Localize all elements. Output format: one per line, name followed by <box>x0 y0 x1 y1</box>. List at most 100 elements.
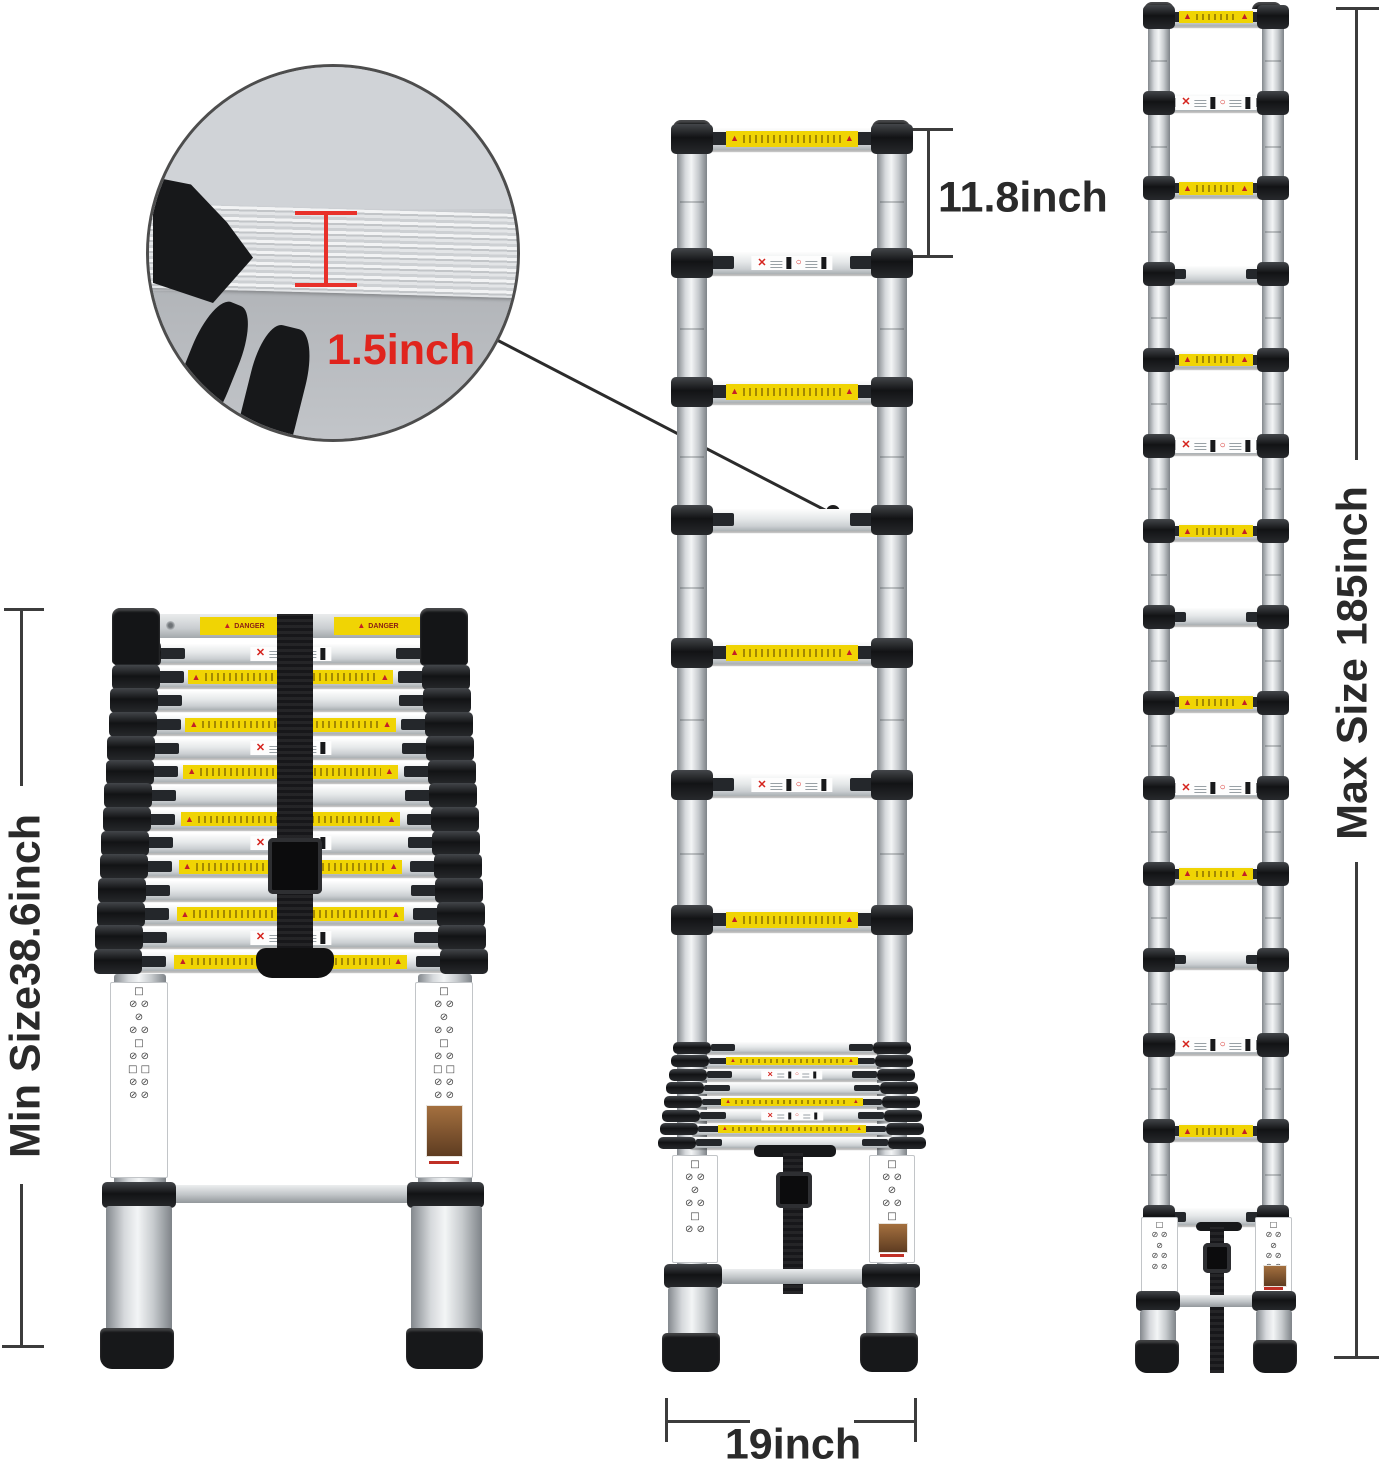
danger-warning-label: ▲▲ <box>725 1057 858 1066</box>
warning-triangle-icon: ▲ <box>721 1126 728 1133</box>
stack-collar <box>881 1095 920 1108</box>
detail-zoom-circle <box>146 64 520 442</box>
rung-collar <box>1257 90 1289 115</box>
circle-upper-shade <box>149 67 517 209</box>
latch-slot <box>821 779 827 791</box>
tube-seam <box>1265 1088 1281 1091</box>
safety-pictograms: □ ⊘ ⊘ ⊘ ⊘ ⊘ □ ⊘ ⊘ □ □ ⊘ ⊘ ⊘ ⊘ <box>127 986 151 1101</box>
rung-collar <box>1257 262 1289 287</box>
rung-bar: ▲▲ <box>703 909 881 931</box>
rung-bar <box>1166 608 1266 626</box>
rung-end-patch <box>1246 954 1260 965</box>
usage-marks-label: ✕○ <box>751 778 833 792</box>
latch-slot <box>1245 439 1251 452</box>
rung-end-patch <box>142 908 169 920</box>
warning-triangle-icon: ▲ <box>191 671 201 682</box>
stack-collar <box>664 1095 703 1108</box>
cross-mark-icon: ✕ <box>255 647 266 659</box>
rung-end-patch <box>415 955 442 967</box>
label-text-lines <box>805 258 818 268</box>
label-text-lines <box>777 1072 785 1078</box>
rung-collar <box>871 248 913 278</box>
danger-warning-label: ▲▲ <box>1179 696 1253 709</box>
tube-seam <box>1151 145 1167 148</box>
tube-seam <box>1265 488 1281 491</box>
danger-warning-label: ▲▲ <box>726 383 858 401</box>
rung-collar <box>871 505 913 535</box>
label-text-lines <box>1195 184 1237 192</box>
danger-warning-label: ▲▲ <box>717 1125 867 1134</box>
rung-bar: ▲▲ <box>696 1096 888 1108</box>
strap-hook <box>256 948 334 978</box>
rung-end-patch <box>1246 526 1260 536</box>
stack-collar <box>429 783 477 809</box>
rung-bar: ▲▲ <box>1166 694 1266 712</box>
rung-end-patch <box>1172 268 1186 279</box>
rung-collar <box>1143 776 1175 801</box>
rung-collar <box>1257 776 1289 801</box>
danger-warning-label: ▲▲ <box>1179 182 1253 195</box>
label-text-lines <box>1195 527 1237 535</box>
stack-collar <box>95 925 143 951</box>
rung-collar <box>1257 1033 1289 1058</box>
latch-slot <box>786 257 792 269</box>
cross-mark-icon: ✕ <box>757 256 767 269</box>
danger-warning-label: ▲▲ <box>721 1097 863 1106</box>
warning-triangle-icon: ▲ <box>1183 354 1192 365</box>
warning-triangle-icon: ▲ <box>380 671 390 682</box>
leg-collar <box>407 1182 484 1208</box>
warning-triangle-icon: ▲ <box>384 766 394 777</box>
usage-marks-label: ✕○ <box>761 1111 823 1120</box>
rung-end-patch <box>853 1084 880 1092</box>
rung-bar: ✕○ <box>1166 94 1266 112</box>
stack-collar <box>662 1109 700 1122</box>
tube-seam <box>1151 916 1167 919</box>
stack-collar <box>110 688 158 714</box>
rung-end-patch <box>1246 268 1260 279</box>
rung-end-patch <box>1246 183 1260 194</box>
rung-end-patch <box>406 813 433 825</box>
warning-triangle-icon: ▲ <box>1240 525 1249 536</box>
danger-text: DANGER <box>234 622 265 630</box>
leg-lower-tube <box>668 1287 718 1337</box>
rung-end-patch <box>855 1098 882 1105</box>
stack-collar <box>421 664 470 690</box>
rung-bar: ✕○ <box>703 774 881 796</box>
rung-bar: ▲▲ <box>1166 351 1266 369</box>
cross-mark-icon: ✕ <box>1181 439 1191 451</box>
rung-end-patch <box>709 778 734 792</box>
stack-collar <box>108 712 157 738</box>
tube-seam <box>680 456 704 458</box>
stack-collar <box>99 854 148 880</box>
latch-slot <box>1245 782 1251 795</box>
label-text-lines <box>805 780 818 790</box>
rung-end-patch <box>157 671 184 683</box>
label-text-lines <box>743 387 841 397</box>
rung-end-patch <box>850 778 875 792</box>
tube-seam <box>680 586 704 589</box>
warning-triangle-icon: ▲ <box>389 861 399 872</box>
tube-seam <box>1151 574 1167 577</box>
tube-seam <box>1265 59 1281 62</box>
circle-mark-icon: ○ <box>1219 96 1226 108</box>
right-leg-safety-label: □ ⊘ ⊘ ⊘ ⊘ ⊘ ⊘ ⊘ <box>1255 1217 1292 1293</box>
rung-end-patch <box>141 932 167 944</box>
rung-bar: ▲▲ <box>1166 8 1266 26</box>
rung-end-patch <box>154 718 181 730</box>
rung-end-patch <box>411 884 437 896</box>
brand-red-bar <box>880 1254 905 1258</box>
stack-collar <box>438 925 486 951</box>
stack-collar <box>105 759 154 785</box>
warning-triangle-icon: ▲ <box>391 908 401 919</box>
latch-slot <box>1210 1039 1216 1052</box>
stabilizer-crossbar <box>722 1269 864 1284</box>
rung-end-patch <box>1246 11 1260 22</box>
tube-seam <box>880 327 904 330</box>
min-size-line-lower <box>20 1184 23 1346</box>
stack-collar <box>877 1068 916 1081</box>
leg-lower-tube <box>1256 1310 1292 1344</box>
rung-end-patch <box>144 884 170 896</box>
depth-measure-tick-bottom <box>295 283 357 287</box>
danger-warning-label: ▲▲ <box>726 644 858 662</box>
strap-buckle <box>268 838 322 894</box>
